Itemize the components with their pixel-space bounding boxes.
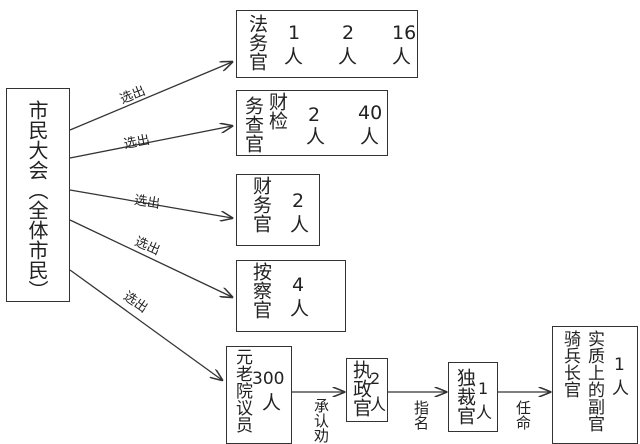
consul-box [346,358,388,422]
legal-officer-title: 法务官 [246,14,268,71]
dictator-box [448,362,498,432]
citizens-assembly-box [6,88,70,302]
consul-title: 执政官 [350,360,372,417]
arrow-to-censor [69,126,232,159]
nominate-label: 任命 [514,400,532,430]
cavalry-title-b: 实质上的副官 [584,330,604,432]
treasury-title: 财务官 [250,176,272,233]
censor-unit-1: 人 [306,126,326,148]
dictator-title: 独裁官 [454,368,476,425]
legal-count-2: 2 [342,22,355,44]
censor-count-2: 40 [358,102,383,124]
appoint-label: 指名 [412,400,430,430]
arrow-to-inspector [69,219,232,297]
legal-count-1: 1 [288,22,301,44]
treasury-box [236,174,320,246]
senate-box [226,346,292,444]
treasury-unit: 人 [290,214,310,236]
legal-unit-2: 人 [338,46,358,68]
treasury-count: 2 [292,190,305,212]
censor-title-b: 务查官 [242,96,264,153]
inspector-box [236,260,346,332]
legal-officer-box [236,10,418,78]
inspector-unit: 人 [290,298,310,320]
cavalry-unit: 人 [612,379,629,399]
cavalry-count: 1 [614,355,625,375]
senate-unit: 人 [262,392,282,414]
arrow-to-treasury [69,189,232,218]
censor-title-a: 财检 [266,92,288,130]
dictator-count: 1 [478,379,489,398]
consul-count: 2 [370,369,381,388]
assembly-label: 市民大会（全体市民） [25,100,49,300]
arrow-to-legal [69,62,232,131]
censor-box [236,90,388,156]
legal-count-3: 16 [392,22,417,44]
legal-unit-1: 人 [284,46,304,68]
arrow-to-senate [69,269,222,380]
censor-unit-2: 人 [360,126,380,148]
legal-unit-3: 人 [392,46,412,68]
cavalry-title-a: 骑兵长官 [560,330,580,398]
senate-count: 300 [252,369,285,389]
inspector-count: 4 [292,274,305,296]
consul-unit: 人 [370,395,387,414]
senate-title: 元老院议员 [232,348,252,433]
inspector-title: 按察官 [250,262,272,319]
approve-label: 承认劝 [312,398,330,443]
censor-count-1: 2 [308,104,321,126]
elect-label-treasury: 选出 [133,193,162,212]
dictator-unit: 人 [476,403,493,422]
